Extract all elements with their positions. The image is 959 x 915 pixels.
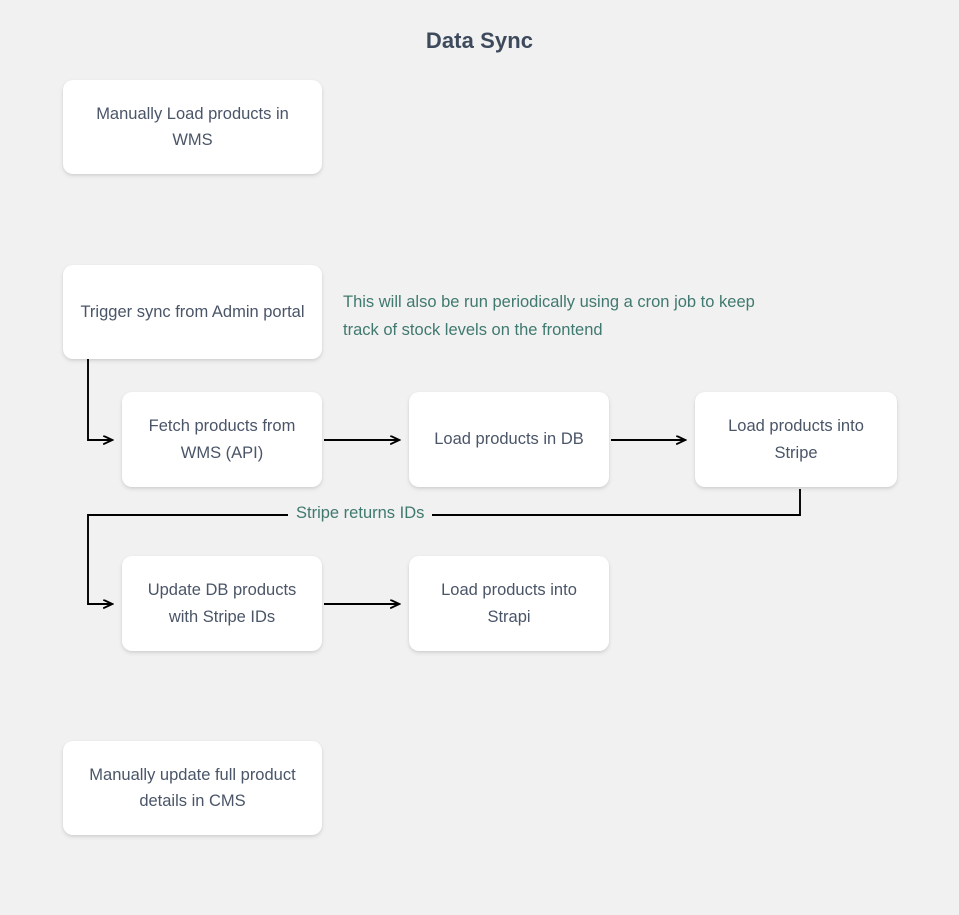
node-load-products-into-strapi[interactable]: Load products into Strapi xyxy=(409,556,609,651)
node-label: Manually Load products in WMS xyxy=(96,104,289,149)
page-title: Data Sync xyxy=(425,28,534,53)
node-manually-load-products-wms[interactable]: Manually Load products in WMS xyxy=(63,80,322,174)
edge-trigger-to-fetch xyxy=(87,359,112,440)
node-load-products-in-db[interactable]: Load products in DB xyxy=(409,392,609,487)
node-fetch-products-wms-api[interactable]: Fetch products from WMS (API) xyxy=(122,392,322,487)
node-trigger-sync-admin-portal[interactable]: Trigger sync from Admin portal xyxy=(63,265,322,359)
edge-label-stripe-returns-ids: Stripe returns IDs xyxy=(288,504,433,523)
node-label: Update DB products with Stripe IDs xyxy=(147,581,297,626)
node-load-products-into-stripe[interactable]: Load products into Stripe xyxy=(695,392,897,487)
node-label: Fetch products from WMS (API) xyxy=(148,417,296,462)
annotation-cron-note: This will also be run periodically using… xyxy=(343,293,755,340)
node-label: Load products into Strapi xyxy=(441,581,577,626)
node-label: Load products in DB xyxy=(434,430,584,449)
node-label: Manually update full product details in … xyxy=(89,765,296,810)
node-label: Trigger sync from Admin portal xyxy=(80,302,305,321)
node-update-db-products-stripe-ids[interactable]: Update DB products with Stripe IDs xyxy=(122,556,322,651)
node-label: Load products into Stripe xyxy=(728,417,864,462)
node-manually-update-product-details-cms[interactable]: Manually update full product details in … xyxy=(63,741,322,835)
